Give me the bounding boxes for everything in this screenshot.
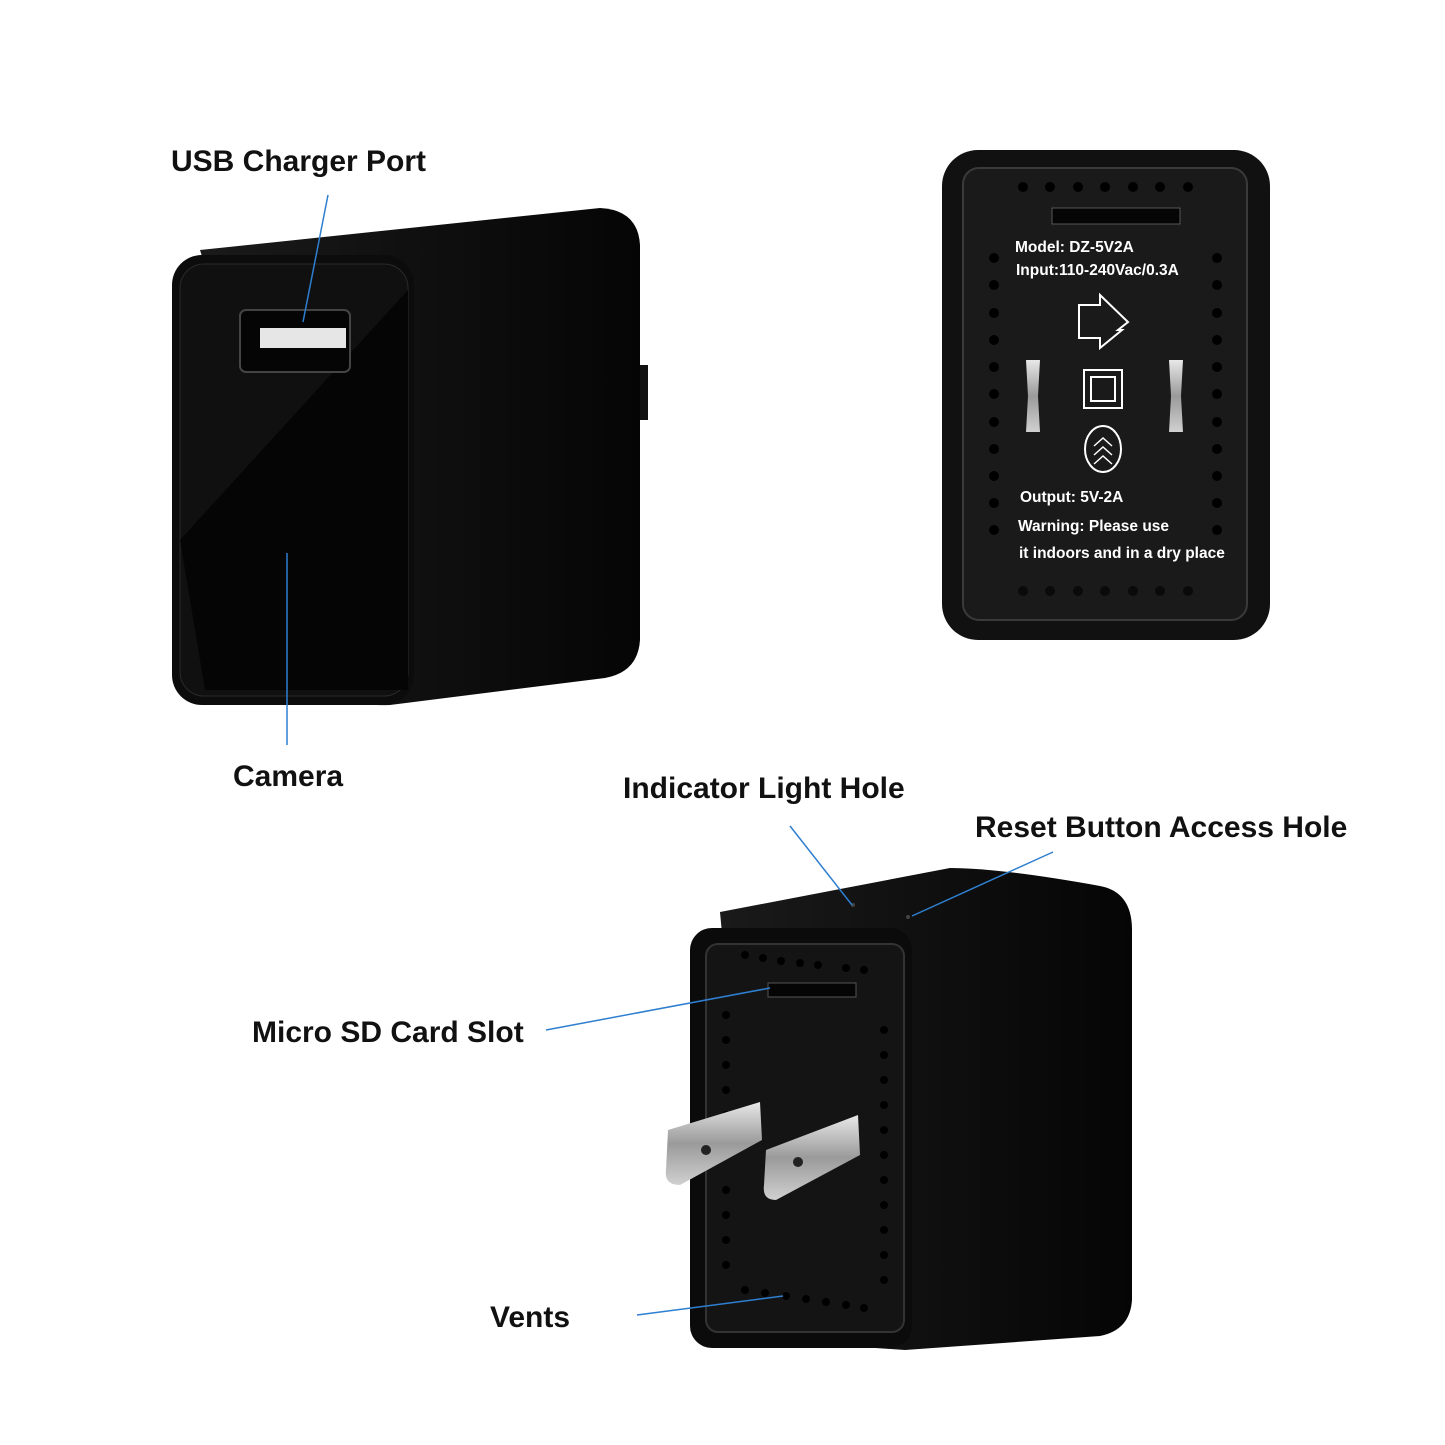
plug-prong-left: [665, 1102, 762, 1185]
leader-reset: [911, 851, 1054, 917]
label-reset-button-hole: Reset Button Access Hole: [975, 811, 1348, 844]
plate-warning-2: it indoors and in a dry place: [1019, 545, 1225, 562]
plate-output: Output: 5V-2A: [1020, 489, 1124, 506]
label-camera: Camera: [233, 760, 344, 793]
label-vents: Vents: [490, 1301, 571, 1334]
plate-model: Model: DZ-5V2A: [1015, 239, 1134, 256]
plate-input: Input:110-240Vac/0.3A: [1016, 262, 1179, 279]
plug-prong-right: [763, 1115, 860, 1200]
prong-right: [1169, 360, 1183, 432]
prong-left: [1026, 360, 1040, 432]
plate-warning-1: Warning: Please use: [1018, 518, 1170, 535]
leader-vents: [636, 1295, 784, 1316]
reset-button-hole: [906, 915, 910, 919]
arrow-symbol: [1078, 292, 1130, 351]
sd-card-slot: [767, 982, 857, 998]
back-panel: [942, 150, 1270, 640]
front-device: [172, 208, 648, 706]
label-indicator-light-hole: Indicator Light Hole: [623, 772, 905, 805]
leader-indicator: [789, 825, 853, 906]
plug-device: [665, 868, 1132, 1350]
label-micro-sd-slot: Micro SD Card Slot: [252, 1016, 524, 1049]
indoor-use-symbol: [1084, 425, 1122, 473]
leader-lines: [286, 194, 1054, 1316]
label-usb-charger-port: USB Charger Port: [171, 145, 427, 178]
leader-usb: [302, 194, 329, 323]
leader-sd: [545, 987, 771, 1031]
double-insulation-symbol: [1083, 369, 1123, 409]
